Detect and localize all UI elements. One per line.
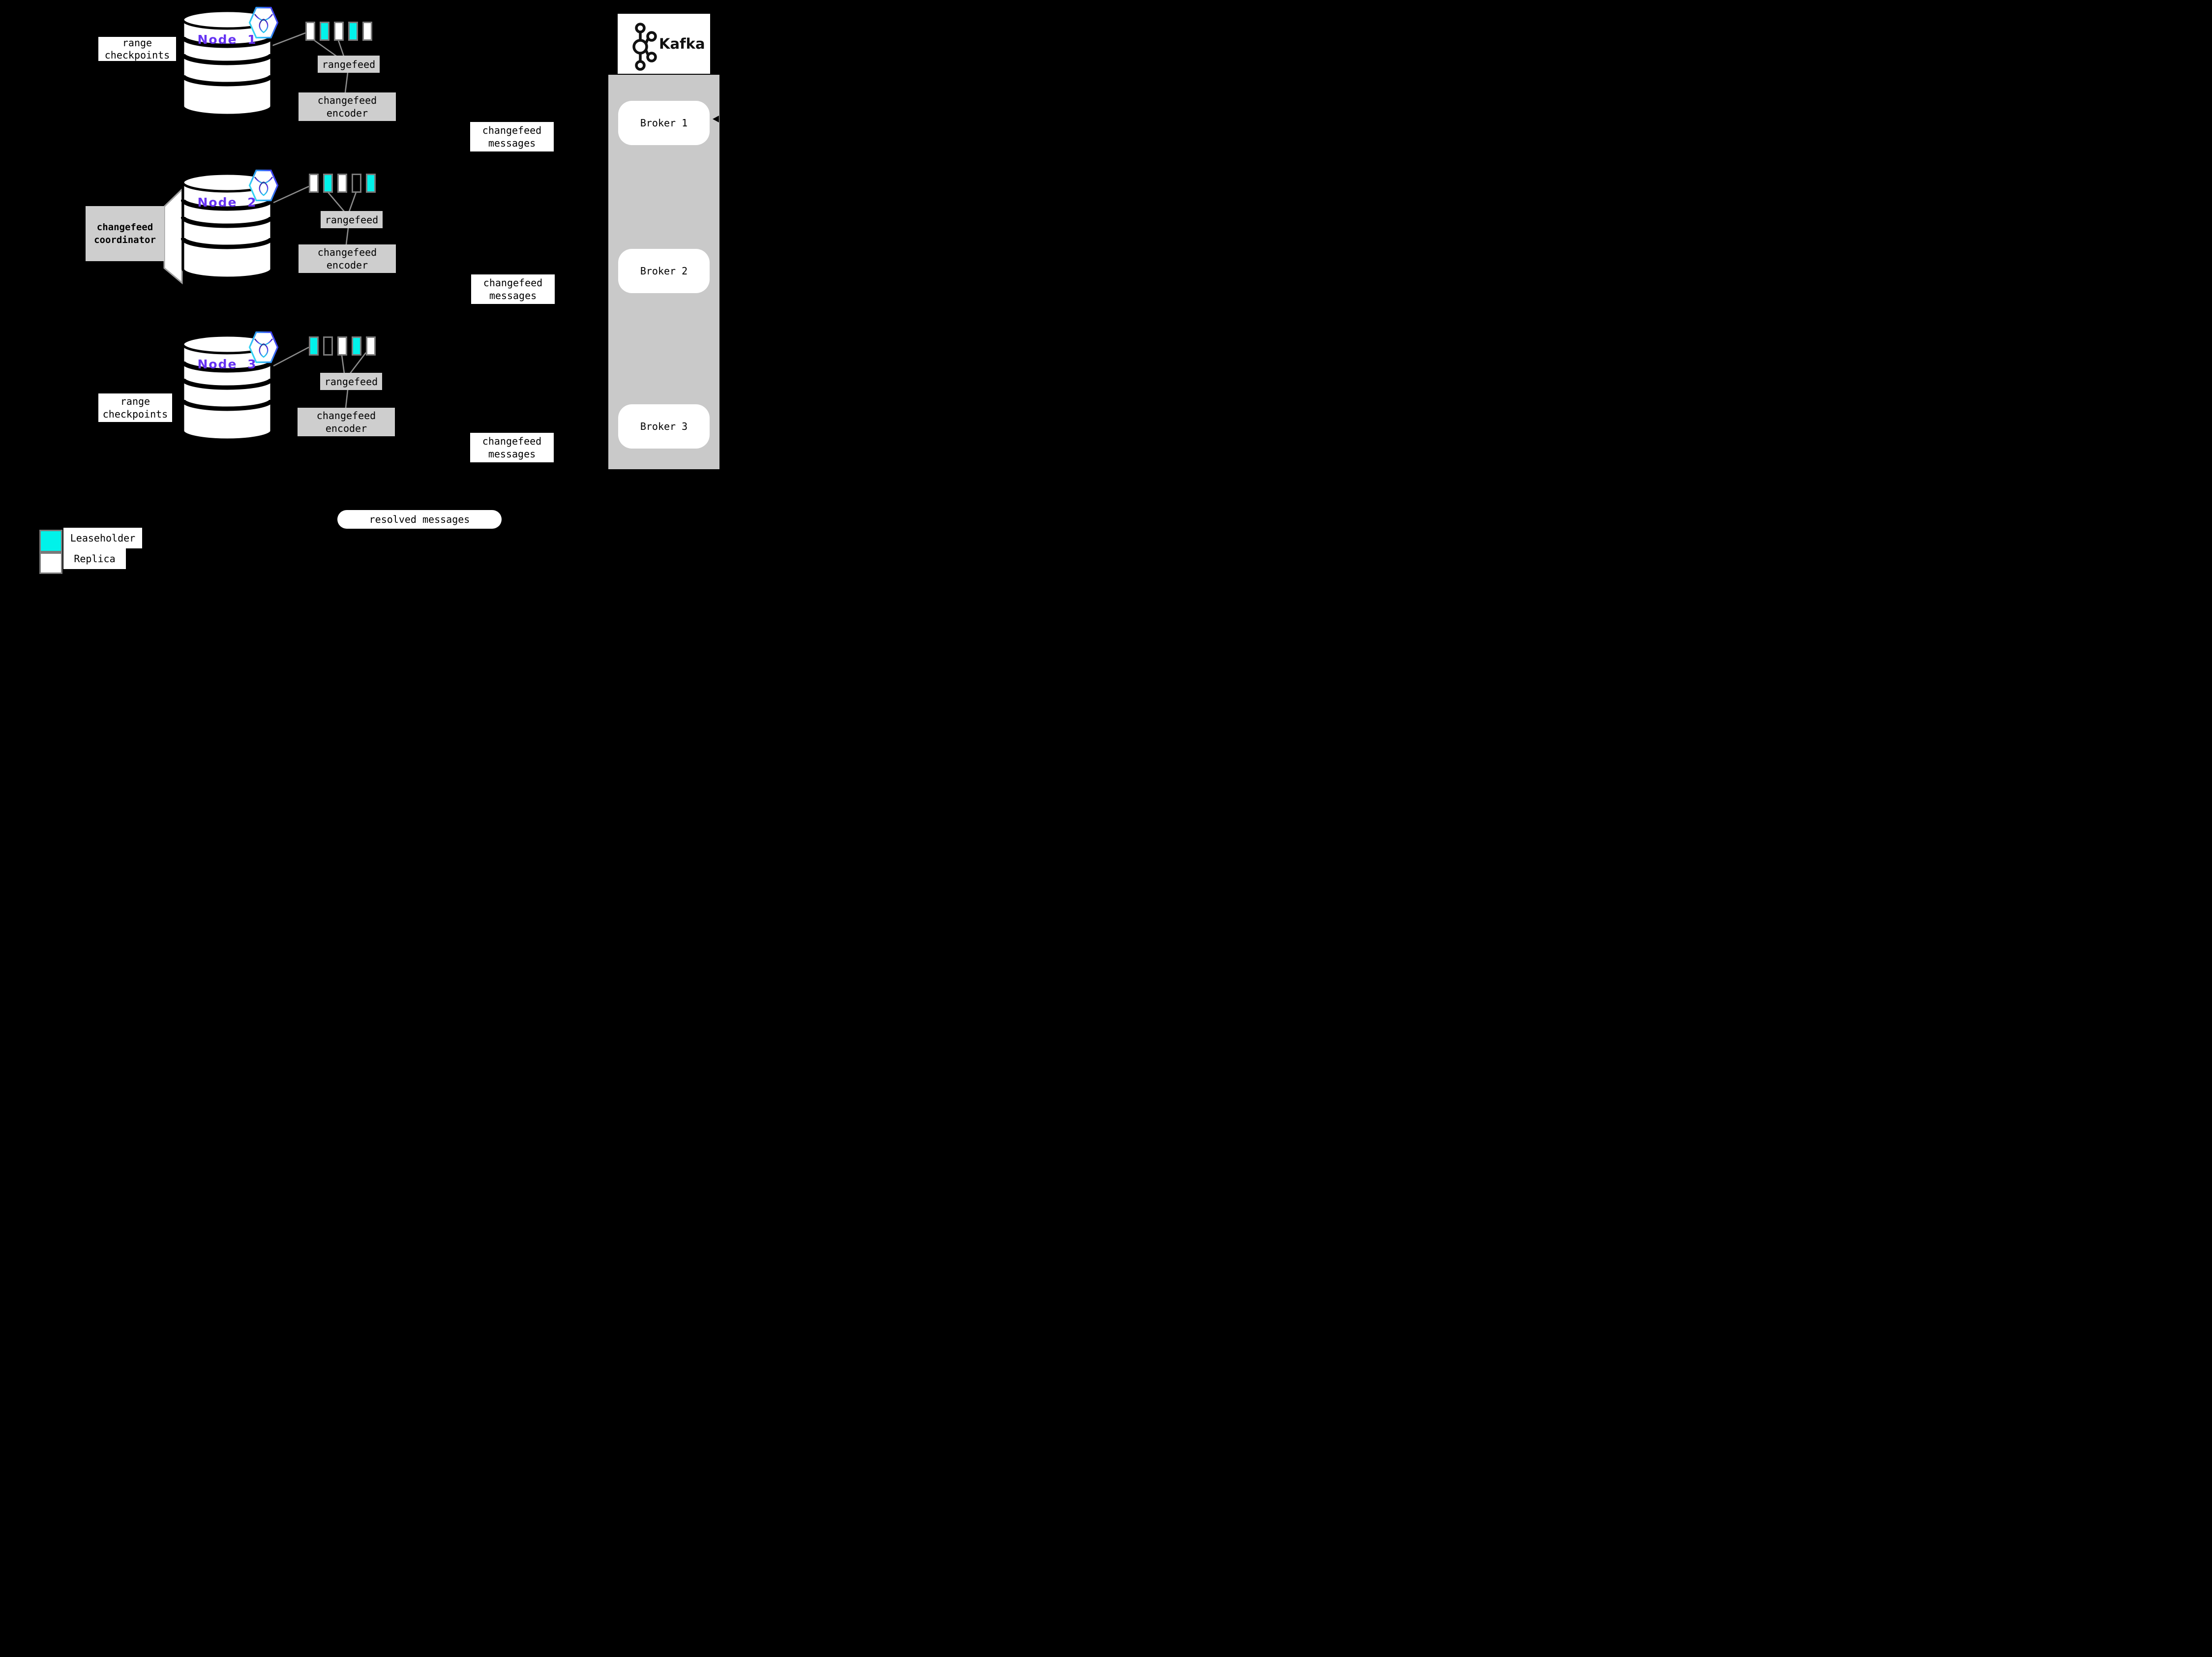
arrowhead-icon [713,116,719,122]
range-square-replica [334,22,344,41]
changefeed-encoder1-box: changefeed encoder [299,92,396,121]
rangefeed3-box: rangefeed [320,373,382,390]
legend-leaseholder-swatch [39,530,62,552]
line-rangefeed1-to-encoder1 [344,72,349,93]
cockroachdb-hexagon-icon [248,169,279,202]
rangefeed2-box: rangefeed [321,211,383,228]
range-square-replica [362,22,372,41]
changefeed-encoder3-box: changefeed encoder [298,408,395,436]
kafka-logo-text: Kafka [659,35,705,52]
changefeed-coordinator-box: changefeed coordinator [86,206,164,261]
range-square-empty [323,336,333,356]
changefeed-messages2-box: changefeed messages [471,274,555,304]
range-square-replica [309,174,319,193]
legend-replica-label: Replica [63,548,126,569]
line-rangefeed2-to-encoder2 [345,228,349,245]
node1-label: Node 1 [197,32,257,47]
line-range-to-rangefeed1 [314,39,337,57]
line-node2-to-ranges [273,185,309,204]
cockroachdb-hexagon-icon [248,6,279,39]
range-square-replica [305,22,315,41]
node3-range-squares [309,336,376,356]
range-square-leaseholder [348,22,358,41]
changefeed-messages1-box: changefeed messages [470,122,554,151]
resolved-messages-pill: resolved messages [337,510,502,529]
range-square-leaseholder [366,174,376,193]
node3-label: Node 3 [197,357,257,371]
broker-3: Broker 3 [618,404,710,449]
legend-leaseholder-label: Leaseholder [63,528,142,548]
coordinator-flag-shape [163,187,183,285]
broker-2: Broker 2 [618,249,710,293]
rangefeed1-box: rangefeed [318,56,380,73]
range-square-replica [337,174,347,193]
range-checkpoints-label-bottom: range checkpoints [98,393,172,422]
range-square-leaseholder [320,22,329,41]
connector-lines-layer [163,32,367,408]
range-square-replica [366,336,376,356]
line-node1-to-ranges [271,32,306,47]
range-checkpoints-label-top: range checkpoints [98,37,176,61]
range-square-replica [337,336,347,356]
range-square-leaseholder [323,174,333,193]
line-range-to-rangefeed2b [348,192,357,212]
range-square-empty [352,174,361,193]
kafka-logo-icon [632,23,657,71]
changefeed-encoder2-box: changefeed encoder [299,244,396,273]
legend-replica-swatch [39,552,62,574]
range-square-leaseholder [309,336,319,356]
broker-1: Broker 1 [618,101,710,145]
line-rangefeed3-to-encoder3 [345,390,349,408]
line-range-to-rangefeed3 [341,355,345,374]
node2-range-squares [309,174,376,193]
node2-label: Node 2 [197,195,257,210]
node1-range-squares [305,22,372,41]
line-range-to-rangefeed2 [328,192,345,212]
kafka-logo-box [618,14,710,74]
line-range-to-rangefeed1b [337,40,345,57]
changefeed-architecture-diagram: range checkpoints Node 1 rangefeed chang… [0,0,771,577]
cockroachdb-hexagon-icon [248,331,279,363]
line-range-to-rangefeed3b [349,352,367,374]
changefeed-messages3-box: changefeed messages [470,433,554,462]
range-square-leaseholder [352,336,361,356]
line-node3-to-ranges [273,346,309,367]
